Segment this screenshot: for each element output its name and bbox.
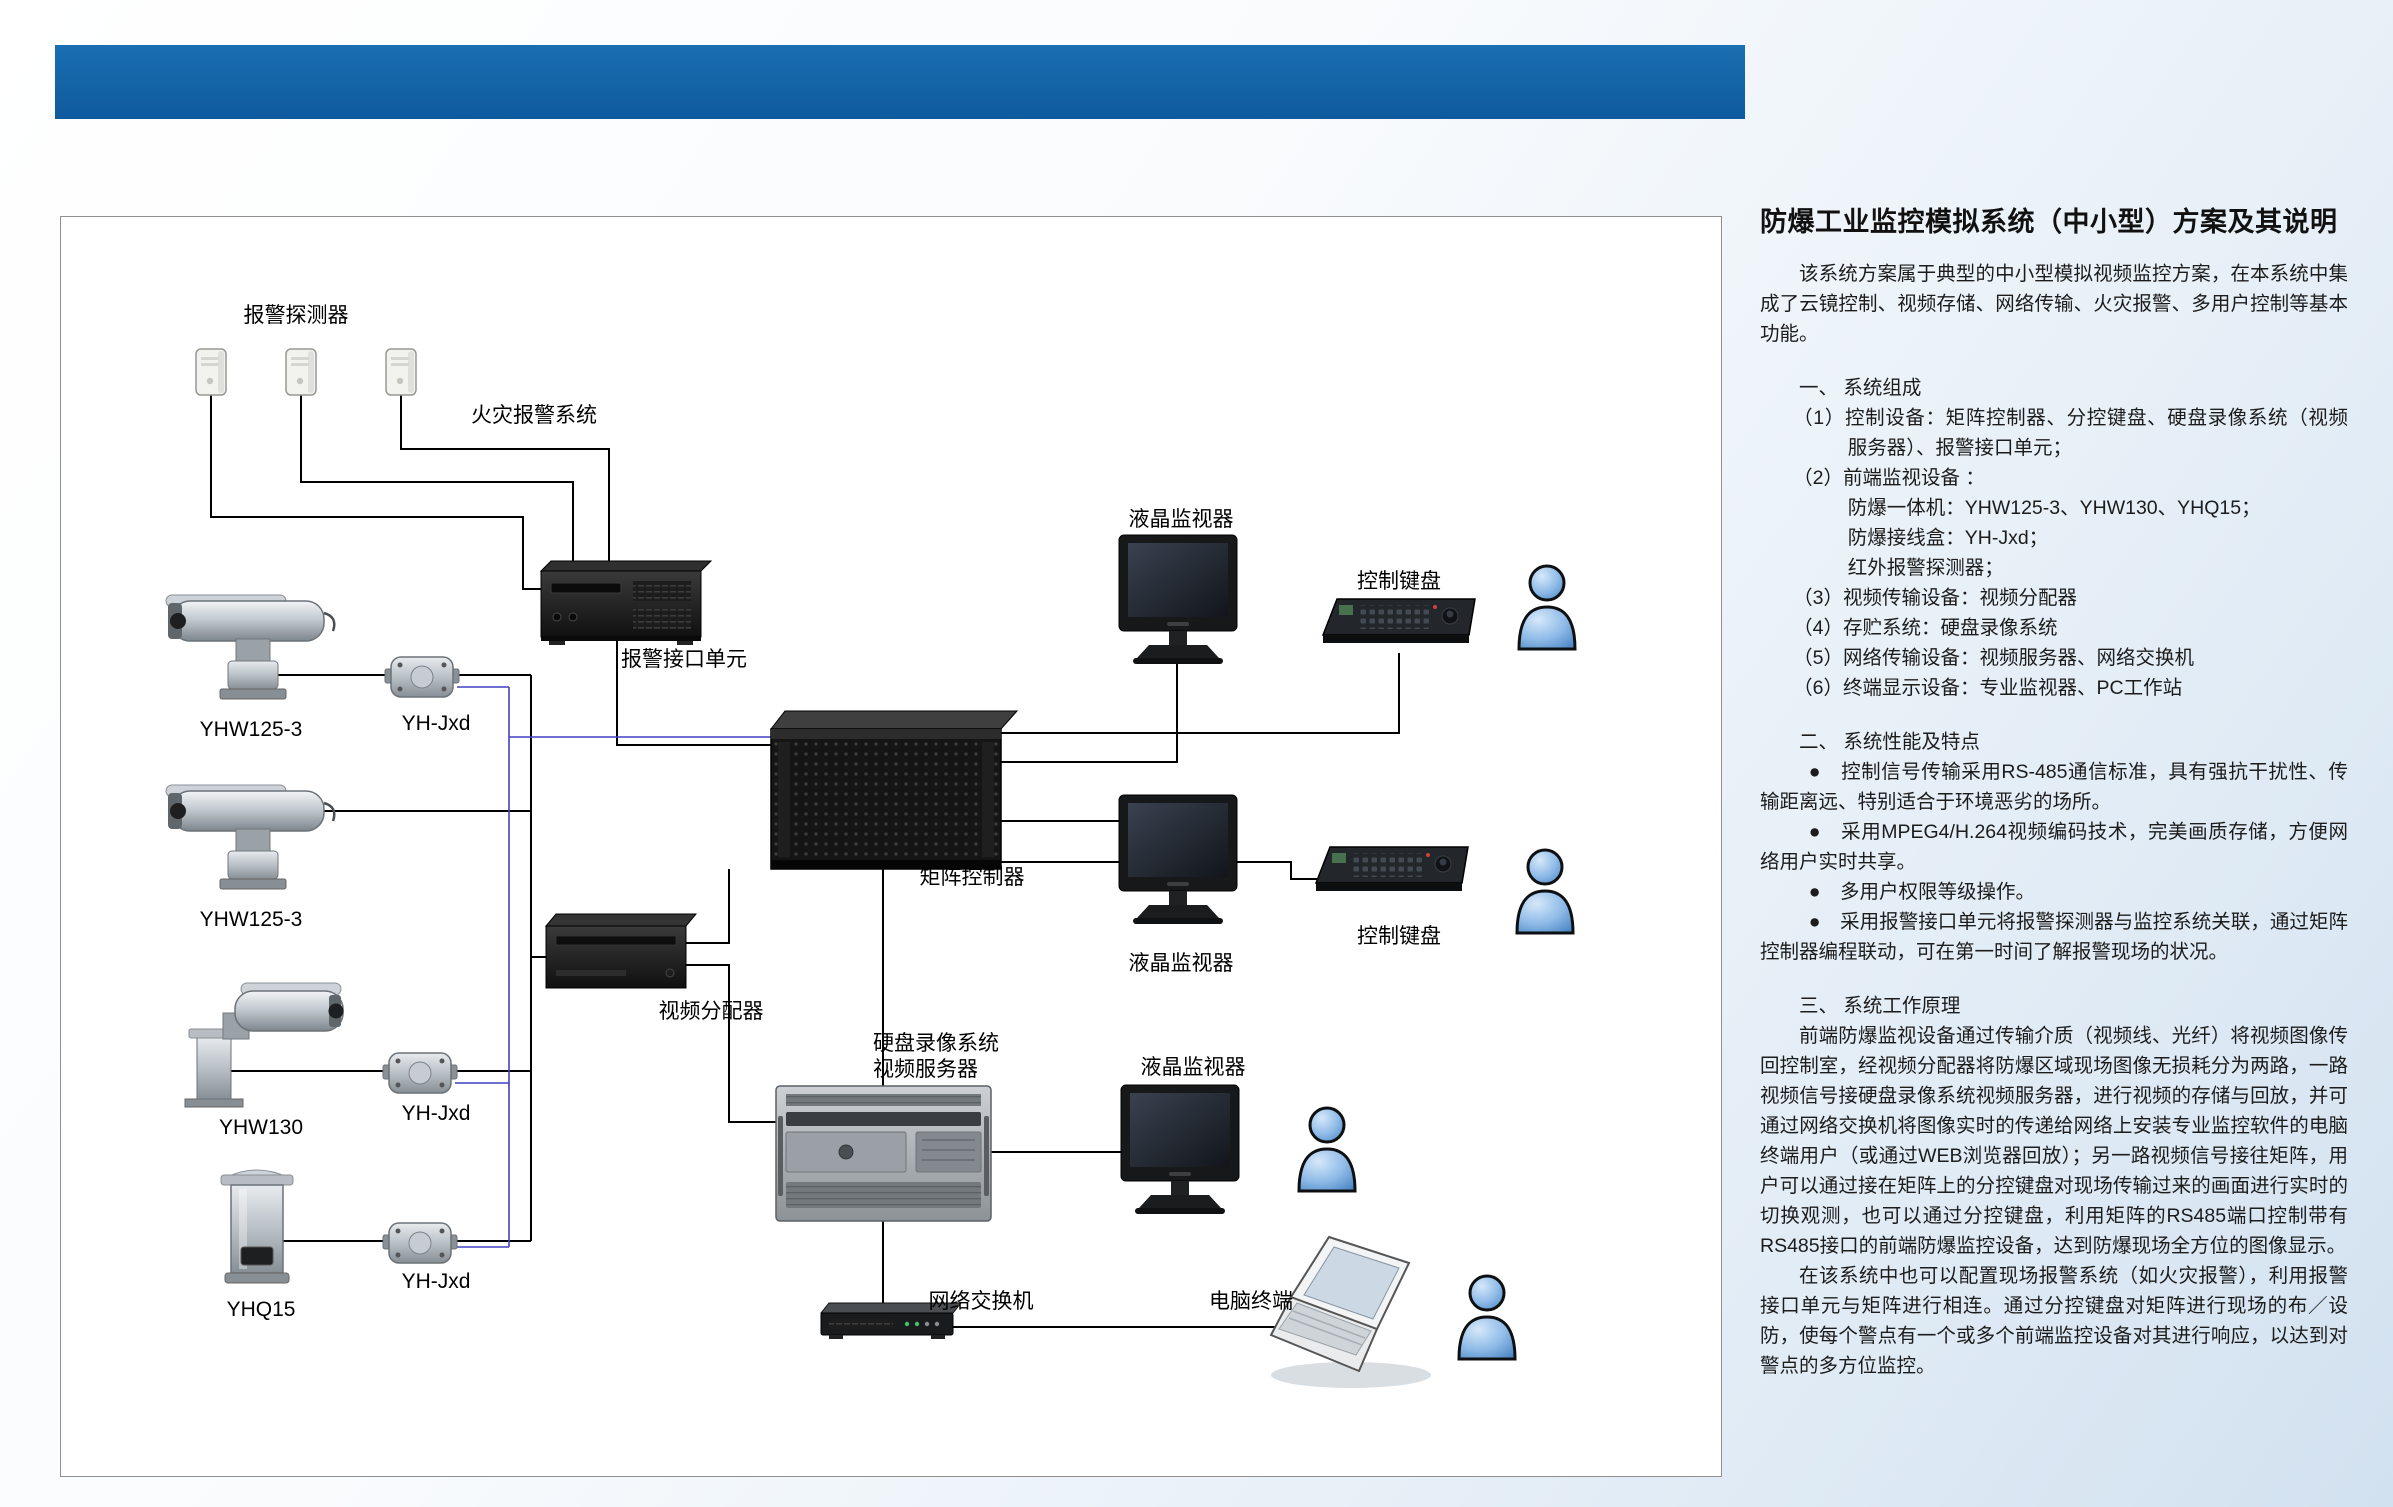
section2-bullet: ● 控制信号传输采用RS-485通信标准，具有强抗干扰性、传输距离远、特别适合于… — [1760, 761, 2348, 813]
section3-paragraph: 在该系统中也可以配置现场报警系统（如火灾报警），利用报警接口单元与矩阵进行相连。… — [1760, 1265, 2348, 1377]
alarm-interface-unit-label: 报警接口单元 — [621, 648, 747, 671]
section1-item: （1）控制设备：矩阵控制器、分控键盘、硬盘录像系统（视频服务器）、报警接口单元； — [1793, 407, 2348, 459]
person-icon — [1297, 1106, 1357, 1193]
junction-box-label: YH-Jxd — [401, 1270, 471, 1293]
section1-heading: 一、 系统组成 — [1799, 377, 1922, 399]
network-switch-label: 网络交换机 — [928, 1290, 1034, 1313]
dvr-server-device — [775, 1085, 992, 1222]
ptz-camera-yhw125-icon — [164, 593, 336, 701]
alarm-detector-label: 报警探测器 — [243, 304, 349, 327]
section1-subitem: 防爆接线盒：YH-Jxd； — [1847, 527, 2049, 549]
matrix-controller-label: 矩阵控制器 — [919, 866, 1025, 889]
section1-item: （5）网络传输设备：视频服务器、网络交换机 — [1793, 647, 2195, 669]
lcd-monitor-icon — [1120, 1084, 1240, 1215]
section2-bullet: ● 采用MPEG4/H.264视频编码技术，完美画质存储，方便网络用户实时共享。 — [1760, 821, 2348, 873]
camera-yhw125-label: YHW125-3 — [199, 718, 303, 741]
article: 防爆工业监控模拟系统（中小型）方案及其说明 该系统方案属于典型的中小型模拟视频监… — [1760, 200, 2348, 1381]
ptz-camera-yhw125-icon — [164, 783, 336, 891]
lcd-monitor-icon — [1118, 794, 1238, 925]
section2-bullet: ● 多用户权限等级操作。 — [1808, 881, 2036, 903]
person-icon — [1457, 1274, 1517, 1361]
control-keyboard-icon — [1315, 846, 1469, 892]
alarm-detector-icon — [195, 348, 227, 396]
dvr-server-label: 硬盘录像系统 视频服务器 — [873, 1031, 1043, 1083]
network-switch-device — [819, 1302, 963, 1339]
section1-item: （4）存贮系统：硬盘录像系统 — [1793, 617, 2058, 639]
intro-paragraph: 该系统方案属于典型的中小型模拟视频监控方案，在本系统中集成了云镜控制、视频存储、… — [1760, 263, 2348, 345]
junction-box-icon — [382, 1052, 458, 1094]
camera-yhw125-label: YHW125-3 — [199, 908, 303, 931]
person-icon — [1515, 848, 1575, 935]
section1-subitem: 防爆一体机：YHW125-3、YHW130、YHQ15； — [1847, 497, 2261, 519]
section1-item: （3）视频传输设备：视频分配器 — [1793, 587, 2078, 609]
dvr-label-line1: 硬盘录像系统 — [873, 1032, 999, 1055]
dvr-label-line2: 视频服务器 — [873, 1058, 978, 1081]
section2-bullet: ● 采用报警接口单元将报警探测器与监控系统关联，通过矩阵控制器编程联动，可在第一… — [1760, 911, 2348, 963]
lcd-monitor-icon — [1118, 534, 1238, 665]
camera-yhw130-label: YHW130 — [218, 1116, 304, 1139]
system-diagram — [164, 348, 1577, 1388]
junction-box-label: YH-Jxd — [401, 1102, 471, 1125]
junction-box-icon — [382, 1222, 458, 1264]
control-keyboard-label: 控制键盘 — [1357, 925, 1441, 948]
article-title: 防爆工业监控模拟系统（中小型）方案及其说明 — [1760, 207, 2338, 237]
control-keyboard-icon — [1322, 598, 1476, 644]
section1-item: （6）终端显示设备：专业监视器、PC工作站 — [1793, 677, 2183, 699]
fire-alarm-system-label: 火灾报警系统 — [471, 404, 597, 427]
video-cable-lines — [210, 395, 1400, 1328]
section1-subitem: 红外报警探测器； — [1847, 557, 2004, 579]
alarm-detector-icon — [285, 348, 317, 396]
header-bar — [55, 45, 1745, 119]
pc-terminal-label: 电脑终端 — [1209, 1290, 1293, 1313]
section3-paragraph: 前端防爆监视设备通过传输介质（视频线、光纤）将视频图像传回控制室，经视频分配器将… — [1760, 1025, 2348, 1257]
section1-item: （2）前端监视设备 ： — [1793, 467, 1985, 489]
lcd-monitor-label: 液晶监视器 — [1140, 1056, 1246, 1079]
alarm-interface-unit-device — [539, 560, 713, 645]
person-icon — [1517, 564, 1577, 651]
rs485-control-lines — [455, 686, 771, 1248]
camera-yhq15-label: YHQ15 — [226, 1298, 296, 1321]
control-keyboard-label: 控制键盘 — [1357, 570, 1441, 593]
video-distributor-label: 视频分配器 — [658, 1000, 764, 1023]
camera-yhw130-icon — [184, 982, 344, 1108]
matrix-controller-device — [769, 710, 1019, 870]
lcd-monitor-label: 液晶监视器 — [1128, 952, 1234, 975]
alarm-detector-icon — [385, 348, 417, 396]
section2-heading: 二、 系统性能及特点 — [1799, 731, 1980, 753]
video-distributor-device — [544, 913, 698, 989]
junction-box-label: YH-Jxd — [401, 712, 471, 735]
camera-yhq15-icon — [220, 1169, 294, 1284]
junction-box-icon — [384, 656, 460, 698]
laptop-icon — [1269, 1235, 1431, 1388]
diagram-panel: 报警探测器 火灾报警系统 报警接口单元 YHW125-3 YH-Jxd YHW1… — [60, 216, 1722, 1477]
lcd-monitor-label: 液晶监视器 — [1128, 508, 1234, 531]
section3-heading: 三、 系统工作原理 — [1799, 995, 1961, 1017]
